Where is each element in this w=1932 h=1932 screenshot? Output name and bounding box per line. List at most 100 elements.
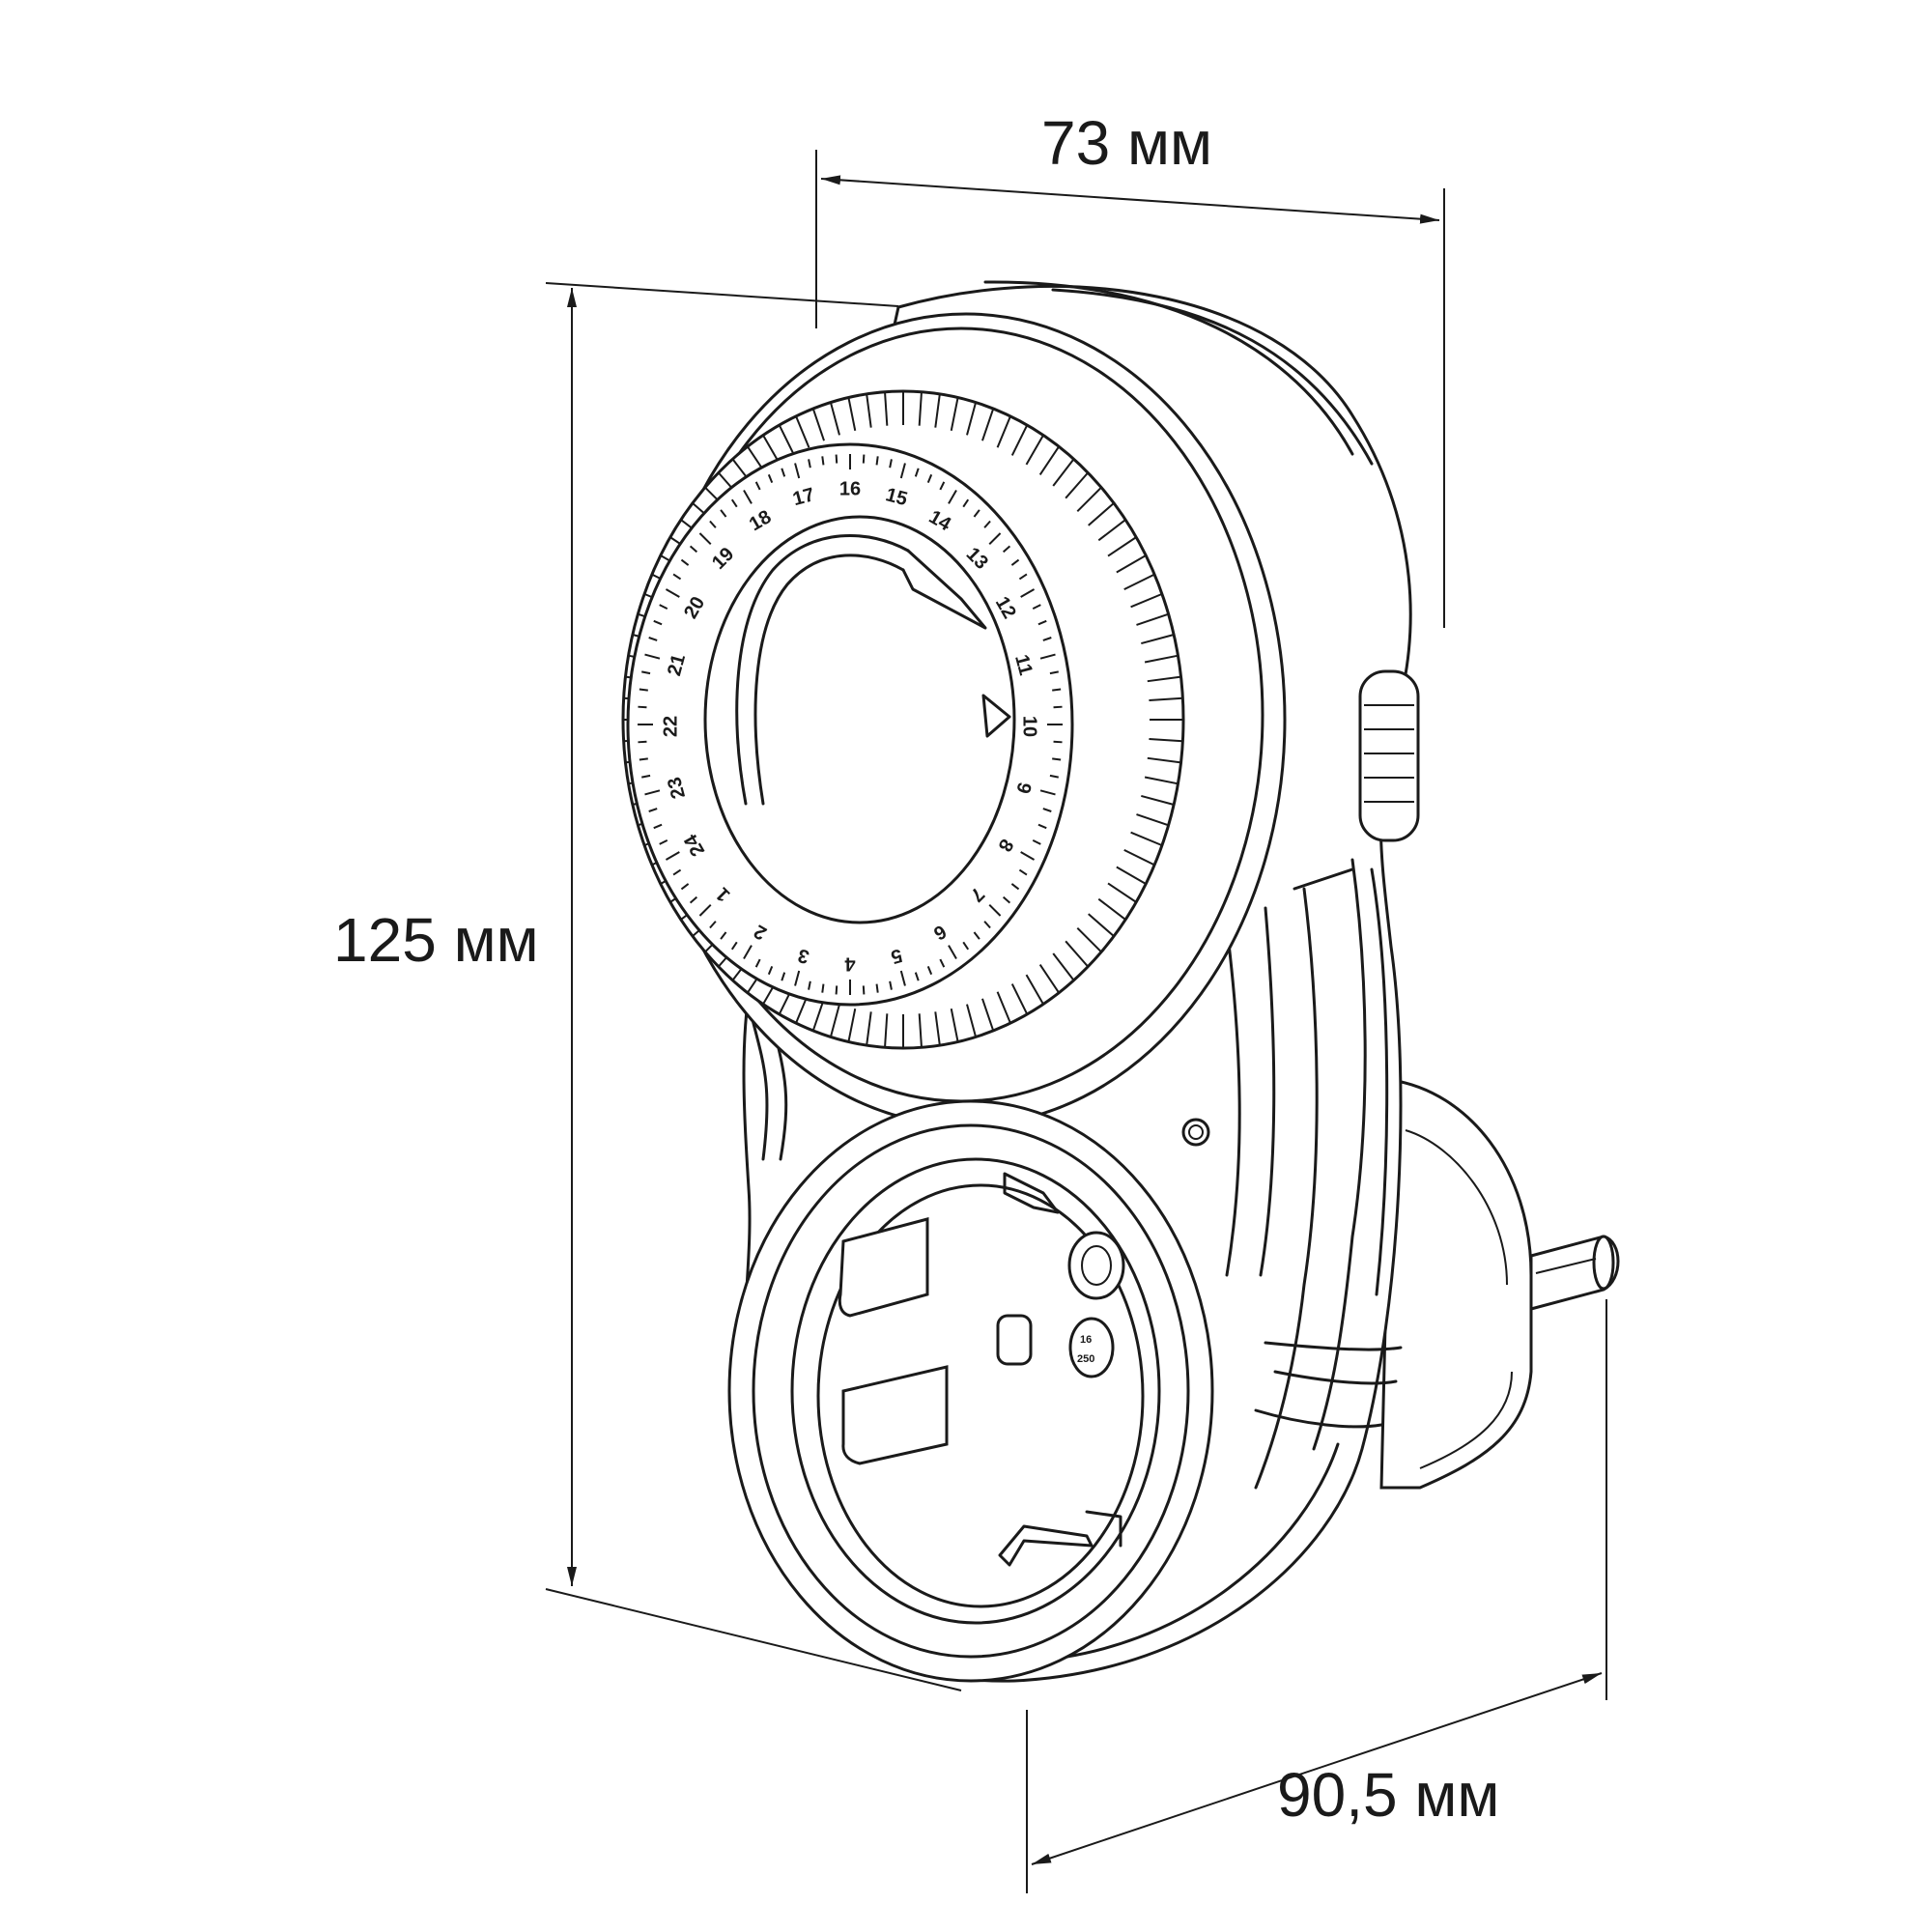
rating-badge bbox=[1068, 1317, 1115, 1378]
tick-mark bbox=[962, 498, 970, 508]
knurl-segment bbox=[811, 408, 825, 441]
tick-mark bbox=[659, 604, 668, 611]
knurl-segment bbox=[1038, 445, 1060, 475]
tick-mark bbox=[709, 520, 717, 528]
knurl-segment bbox=[795, 415, 810, 448]
socket-face: 16 250 bbox=[727, 1099, 1214, 1683]
tick-mark bbox=[680, 558, 690, 566]
tick-mark bbox=[983, 921, 991, 929]
tick-mark bbox=[948, 490, 957, 504]
tick-mark bbox=[914, 972, 920, 981]
tick-mark bbox=[639, 757, 648, 761]
tick-mark bbox=[794, 970, 801, 986]
tick-mark bbox=[1053, 705, 1063, 709]
tick-mark bbox=[689, 895, 698, 904]
tick-mark bbox=[1049, 670, 1059, 675]
knurl-segment bbox=[1076, 486, 1102, 513]
tick-mark bbox=[754, 481, 761, 491]
width-dimension-line bbox=[820, 175, 1440, 224]
socket-slot-upper bbox=[838, 1217, 929, 1318]
socket-slot-lower bbox=[841, 1365, 949, 1465]
tick-mark bbox=[1049, 774, 1059, 779]
knurl-segment bbox=[1097, 897, 1126, 921]
knurl-segment bbox=[918, 1013, 923, 1048]
tick-mark bbox=[720, 509, 727, 518]
tick-mark bbox=[926, 473, 933, 484]
height-extension-top bbox=[545, 282, 899, 307]
knurl-segment bbox=[1010, 983, 1029, 1015]
knurl-segment bbox=[811, 998, 825, 1032]
hour-numeral: 4 bbox=[844, 953, 856, 975]
knurl-segment bbox=[1149, 737, 1183, 743]
tick-mark bbox=[914, 468, 920, 477]
knurl-segment bbox=[1130, 592, 1163, 609]
knurl-segment bbox=[950, 1008, 959, 1042]
knurl-segment bbox=[1130, 831, 1163, 847]
tick-mark bbox=[1032, 838, 1041, 845]
knurl-segment bbox=[847, 397, 857, 432]
tick-mark bbox=[689, 545, 698, 554]
knurl-segment bbox=[1141, 794, 1175, 806]
tick-mark bbox=[781, 468, 786, 477]
led-indicator bbox=[1181, 1118, 1210, 1147]
tick-mark bbox=[1039, 789, 1056, 796]
knurl-segment bbox=[1144, 776, 1179, 785]
rating-bottom: 250 bbox=[1077, 1353, 1094, 1365]
tick-mark bbox=[767, 473, 774, 484]
knurl-segment bbox=[1149, 696, 1183, 702]
knurl-segment bbox=[884, 1013, 889, 1048]
knurl-segment bbox=[996, 415, 1011, 448]
knurl-segment bbox=[1088, 913, 1115, 937]
knurl-segment bbox=[934, 393, 941, 428]
knurl-segment bbox=[866, 393, 872, 428]
knurl-segment bbox=[847, 1008, 857, 1042]
tick-mark bbox=[835, 985, 838, 995]
hour-numeral: 3 bbox=[796, 944, 811, 967]
knurl-segment bbox=[1144, 654, 1179, 664]
tick-mark bbox=[1002, 895, 1011, 904]
tick-mark bbox=[698, 903, 712, 917]
tick-mark bbox=[1002, 545, 1011, 554]
socket-hole-2 bbox=[996, 1314, 1033, 1366]
tick-mark bbox=[1037, 823, 1047, 830]
tick-mark bbox=[1020, 851, 1036, 861]
tick-mark bbox=[680, 883, 690, 891]
knurl-segment bbox=[1147, 675, 1181, 683]
tick-mark bbox=[638, 705, 647, 709]
tick-mark bbox=[1052, 688, 1062, 692]
knurl-segment bbox=[966, 1004, 978, 1037]
tick-mark bbox=[639, 688, 648, 692]
tick-mark bbox=[641, 774, 651, 779]
tick-mark bbox=[644, 653, 661, 660]
knurl-segment bbox=[918, 391, 923, 426]
knurl-segment bbox=[1065, 940, 1089, 968]
knurl-segment bbox=[1097, 519, 1126, 542]
tick-mark bbox=[665, 851, 680, 861]
knurl-segment bbox=[1025, 974, 1044, 1005]
knurl-segment bbox=[884, 391, 889, 426]
tick-mark bbox=[698, 532, 712, 546]
tick-mark bbox=[939, 958, 946, 968]
knurl-segment bbox=[829, 1004, 840, 1037]
tick-mark bbox=[641, 670, 651, 675]
tick-mark bbox=[973, 509, 980, 518]
tick-mark bbox=[983, 520, 991, 528]
hour-numeral: 5 bbox=[889, 944, 904, 967]
tick-mark bbox=[653, 823, 663, 830]
tick-mark bbox=[862, 985, 866, 995]
dial-tick-marks bbox=[638, 454, 1063, 995]
tick-mark bbox=[672, 868, 682, 876]
knurl-segment bbox=[1038, 964, 1060, 994]
slide-switch bbox=[1358, 669, 1420, 842]
tick-mark bbox=[767, 965, 774, 976]
knurl-segment bbox=[1123, 849, 1155, 867]
knurl-segment bbox=[950, 397, 959, 432]
knurl-segment bbox=[981, 408, 995, 441]
knurl-segment bbox=[1136, 813, 1169, 827]
tick-mark bbox=[1032, 604, 1041, 611]
knurl-segment bbox=[1123, 573, 1155, 590]
tick-mark bbox=[988, 903, 1002, 917]
tick-mark bbox=[948, 945, 957, 959]
